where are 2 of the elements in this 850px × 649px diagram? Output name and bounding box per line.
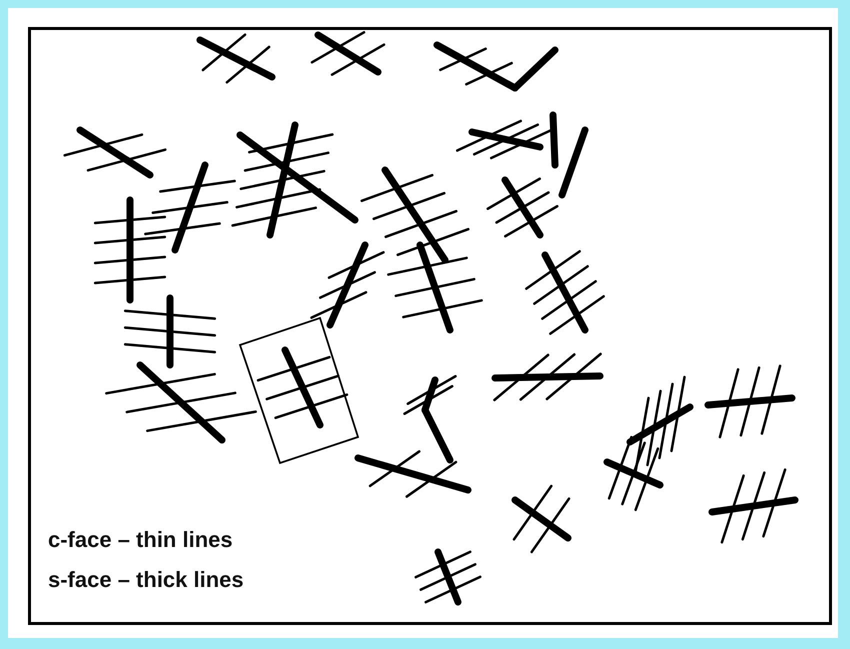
key-text: c-face – thin lines <box>48 527 233 553</box>
key-text: s-face – thick lines <box>48 567 244 593</box>
